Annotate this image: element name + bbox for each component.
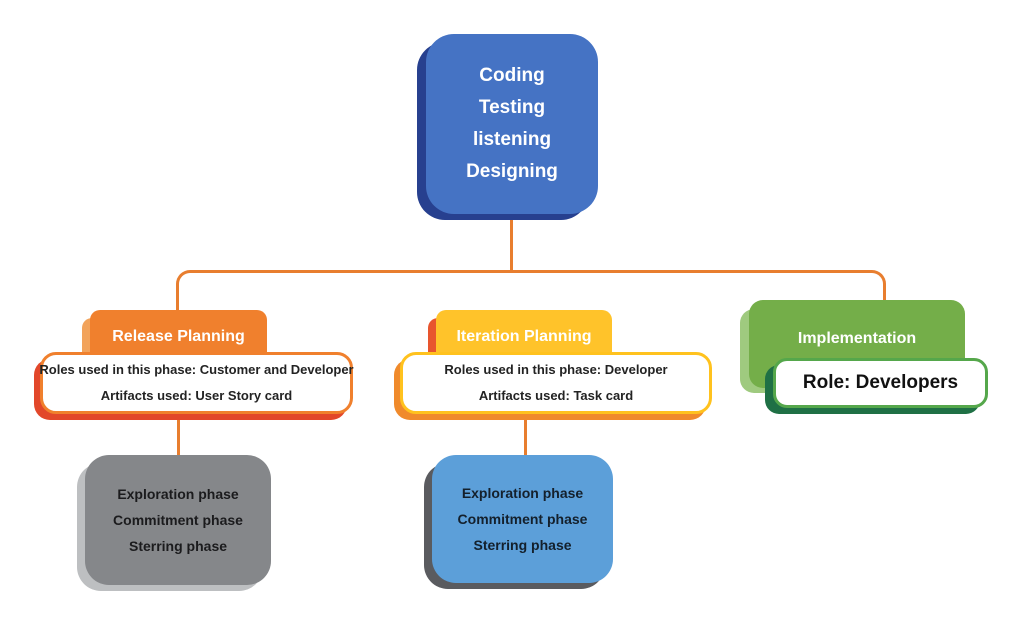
connector-left-drop (176, 298, 179, 312)
root-node-line: Coding (479, 65, 545, 86)
phase-line: Commitment phase (113, 512, 243, 528)
phase-line: Sterring phase (128, 538, 228, 554)
connector-branch-bracket (176, 270, 886, 300)
root-node-line: Designing (466, 161, 558, 182)
implementation-title: Implementation (797, 330, 917, 347)
release-roles-line: Roles used in this phase: Customer and D… (39, 362, 354, 377)
root-node-line: Testing (478, 97, 546, 118)
root-node-line: listening (472, 129, 552, 150)
implementation-role-line: Role: Developers (802, 372, 959, 393)
release-detail-box: Roles used in this phase: Customer and D… (39, 352, 354, 414)
connector-root-trunk (510, 214, 513, 272)
phase-line: Exploration phase (461, 485, 584, 501)
connector-iteration-to-phases (524, 414, 527, 456)
phase-line: Sterring phase (473, 537, 572, 553)
implementation-detail-box: Role: Developers (773, 358, 988, 408)
release-phases-box: Exploration phase Commitment phase Sterr… (85, 455, 271, 585)
iteration-artifacts-line: Artifacts used: Task card (478, 388, 634, 403)
iteration-planning-title: Iteration Planning (456, 328, 592, 345)
root-node: Coding Testing listening Designing (426, 34, 598, 214)
phase-line: Exploration phase (117, 486, 239, 502)
phase-line: Commitment phase (457, 511, 588, 527)
release-planning-title: Release Planning (112, 328, 245, 345)
release-artifacts-line: Artifacts used: User Story card (100, 388, 293, 403)
iteration-detail-box: Roles used in this phase: Developer Arti… (400, 352, 712, 414)
iteration-roles-line: Roles used in this phase: Developer (444, 362, 668, 377)
iteration-phases-box: Exploration phase Commitment phase Sterr… (432, 455, 613, 583)
connector-release-to-phases (177, 414, 180, 456)
